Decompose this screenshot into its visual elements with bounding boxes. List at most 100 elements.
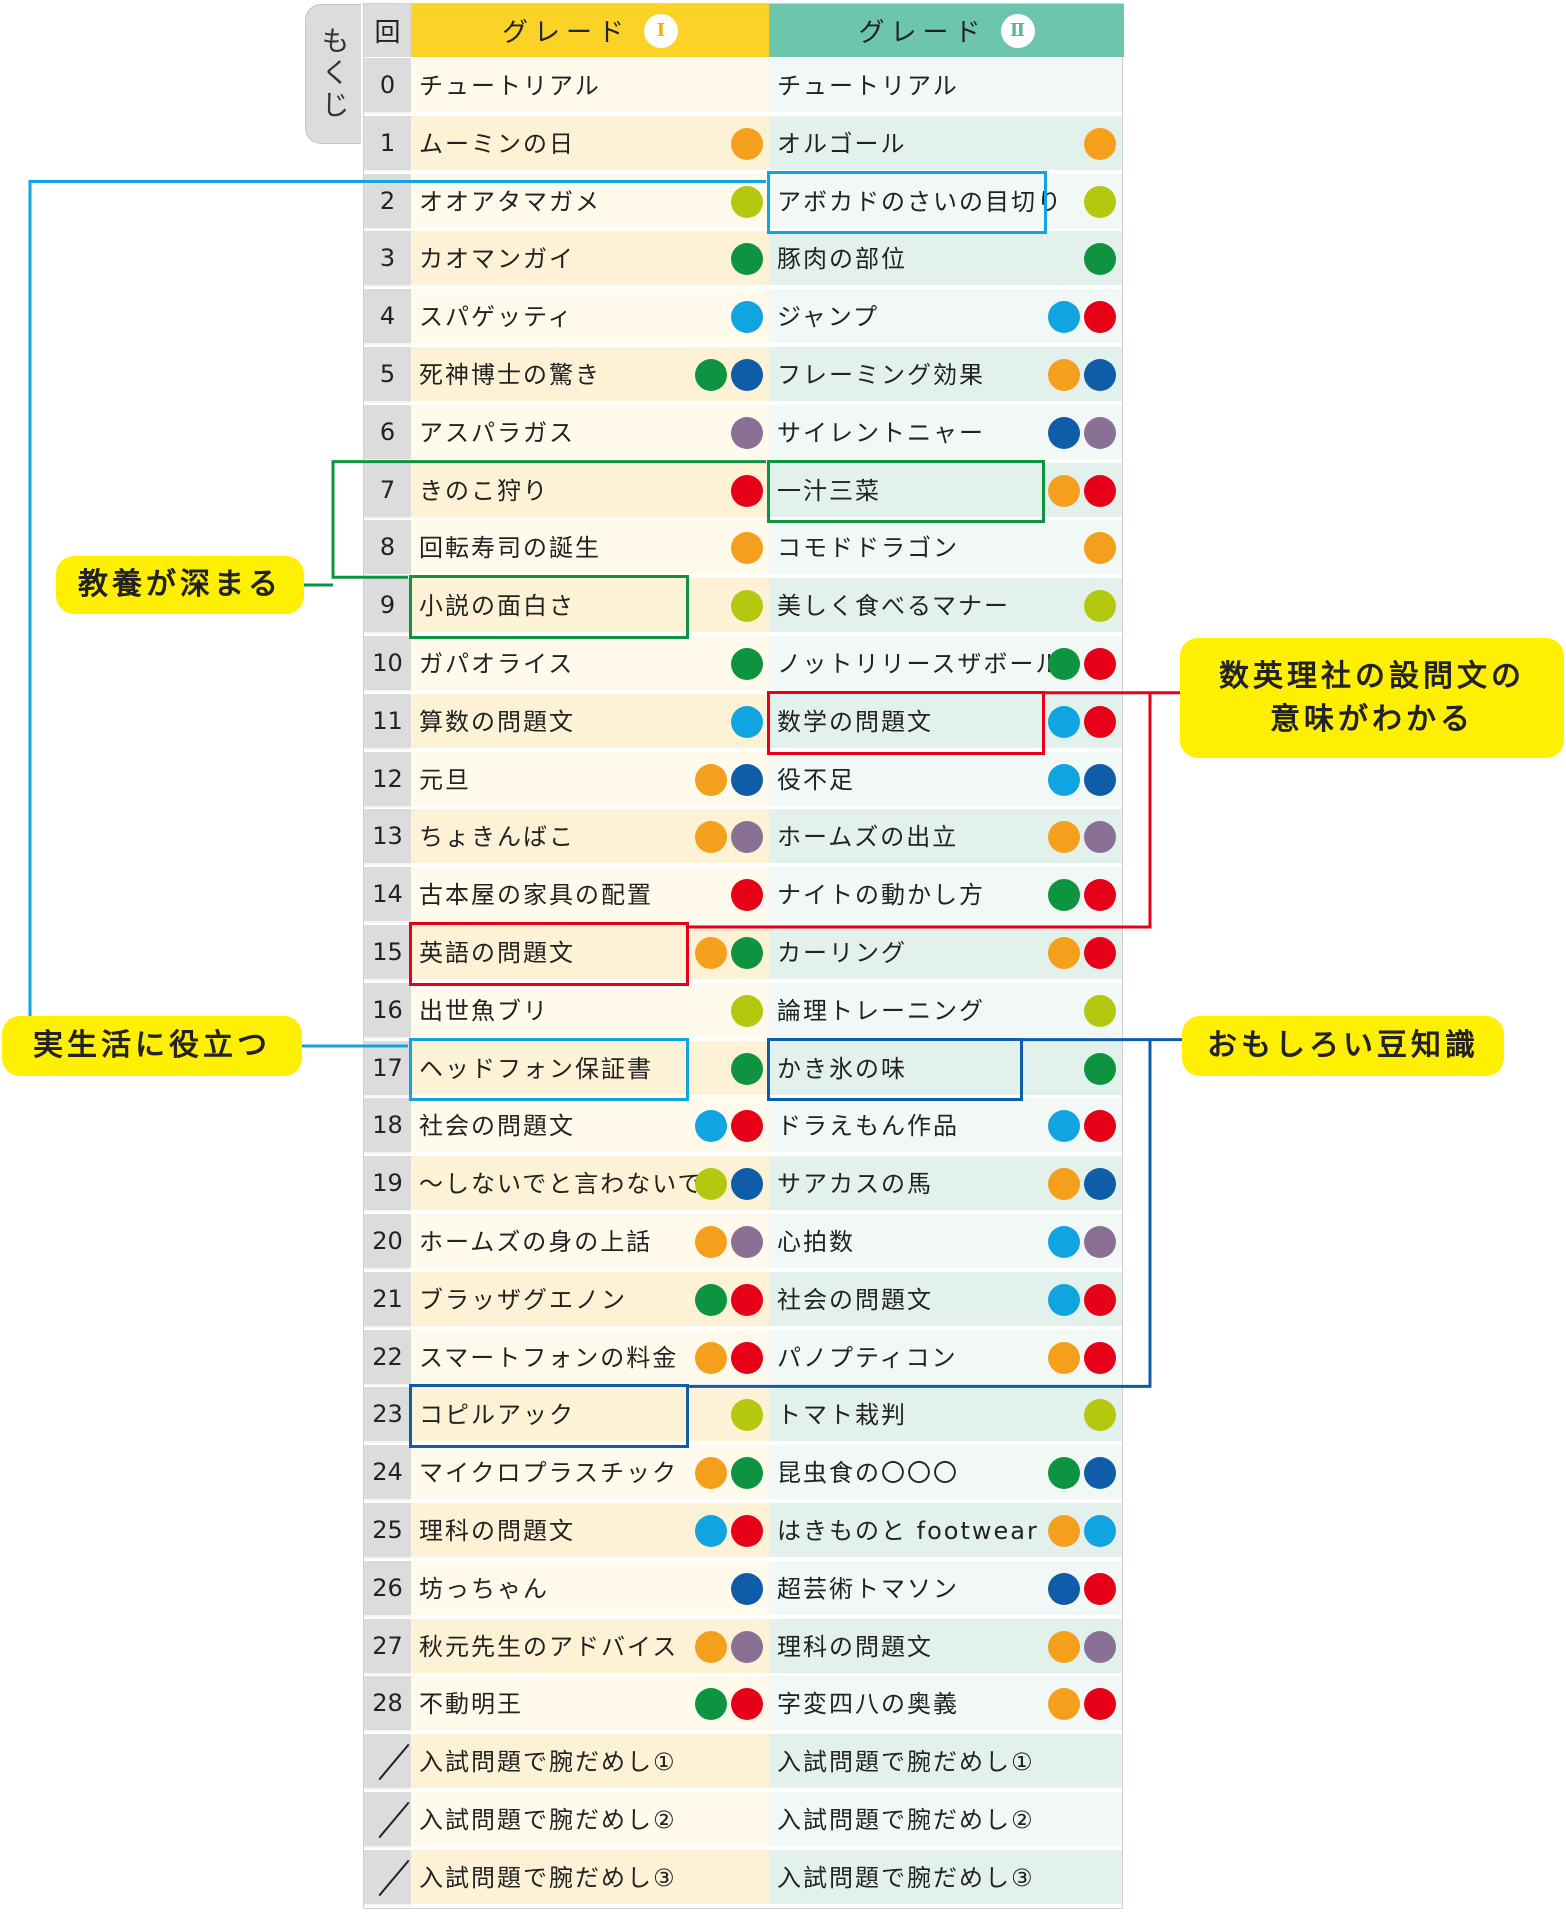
round-number: 16 [364, 982, 411, 1039]
grade1-cell: 英語の問題文 [411, 925, 769, 981]
round-number: 25 [364, 1503, 411, 1559]
round-number: 22 [364, 1329, 411, 1386]
grade1-category-dots [731, 243, 763, 276]
red-category-dot [731, 1515, 763, 1547]
grade2-cell: サイレントニャー [769, 404, 1122, 461]
grade1-cell: 小説の面白さ [411, 578, 769, 635]
grade2-title: 心拍数 [777, 1228, 855, 1256]
sky-category-dot [695, 1110, 727, 1143]
grade1-title: オオアタマガメ [419, 187, 601, 216]
grade2-cell: サアカスの馬 [769, 1156, 1122, 1213]
grade1-category-dots [731, 416, 763, 449]
grade2-category-dots [1048, 474, 1116, 507]
blue-category-dot [1084, 359, 1116, 391]
grade2-category-dots [1048, 1226, 1116, 1258]
grade1-title: アスパラガス [419, 418, 575, 447]
grade1-category-dots [695, 1630, 763, 1663]
blue-category-dot [731, 1168, 763, 1201]
grade2-title: トマト栽判 [777, 1401, 907, 1430]
grade1-title: 出世魚ブリ [419, 996, 549, 1025]
orange-category-dot [731, 127, 763, 160]
orange-category-dot [695, 1226, 727, 1258]
purple-category-dot [1084, 416, 1116, 449]
grade2-cell: ホームズの出立 [769, 809, 1122, 866]
grade1-title: 秋元先生のアドバイス [419, 1632, 679, 1661]
grade1-title: ヘッドフォン保証書 [419, 1054, 653, 1083]
grade1-title: 英語の問題文 [419, 939, 575, 967]
round-number: 10 [364, 636, 411, 692]
orange-category-dot [1084, 127, 1116, 160]
highlight-frame-questions [767, 690, 1045, 755]
red-category-dot [1084, 1110, 1116, 1143]
callout-mame: おもしろい豆知識 [1182, 1016, 1504, 1076]
orange-category-dot [1048, 1168, 1080, 1201]
grade1-title: 入試問題で腕だめし③ [419, 1863, 677, 1892]
blue-category-dot [1048, 1572, 1080, 1605]
green-category-dot [731, 1052, 763, 1085]
green-category-dot [731, 243, 763, 276]
grade1-category-dots [731, 994, 763, 1027]
orange-category-dot [695, 821, 727, 854]
grade1-title: 回転寿司の誕生 [419, 534, 601, 563]
lime-category-dot [731, 590, 763, 623]
round-number: 13 [364, 809, 411, 866]
grade1-cell: ガパオライス [411, 636, 769, 692]
lime-category-dot [731, 185, 763, 218]
round-column-header: 回 [364, 4, 411, 57]
grade2-title: チュートリアル [777, 72, 959, 100]
blue-category-dot [1084, 763, 1116, 796]
grade1-cell: ブラッザグエノン [411, 1271, 769, 1328]
grade2-cell: 心拍数 [769, 1214, 1122, 1270]
grade2-category-dots [1084, 243, 1116, 276]
grade2-title: ナイトの動かし方 [777, 881, 985, 910]
connector-line [28, 180, 766, 1016]
grade1-category-dots [695, 937, 763, 969]
purple-category-dot [731, 1630, 763, 1663]
grade1-cell: きのこ狩り [411, 462, 769, 519]
grade2-cell: カーリング [769, 925, 1122, 981]
grade1-category-dots [695, 1341, 763, 1374]
lime-category-dot [731, 994, 763, 1027]
grade1-title: 算数の問題文 [419, 707, 575, 736]
orange-category-dot [1048, 474, 1080, 507]
grade2-cell: フレーミング効果 [769, 347, 1122, 403]
orange-category-dot [1048, 937, 1080, 969]
round-number: 18 [364, 1098, 411, 1155]
grade1-cell: ちょきんばこ [411, 809, 769, 866]
grade2-category-dots [1084, 532, 1116, 565]
grade1-title: ブラッザグエノン [419, 1285, 627, 1314]
grade1-category-dots [695, 763, 763, 796]
orange-category-dot [1048, 821, 1080, 854]
grade2-cell: 入試問題で腕だめし③ [769, 1849, 1122, 1906]
grade1-title: 入試問題で腕だめし② [419, 1806, 677, 1834]
grade1-title: 小説の面白さ [419, 592, 575, 621]
grade1-cell: チュートリアル [411, 58, 769, 114]
grade2-category-dots [1048, 648, 1116, 680]
grade1-header-label: グレード [501, 18, 630, 48]
orange-category-dot [1048, 1341, 1080, 1374]
highlight-frame-culture [767, 459, 1045, 524]
green-category-dot [1048, 879, 1080, 912]
grade1-category-dots [695, 1283, 763, 1316]
grade2-category-dots [1048, 705, 1116, 738]
purple-category-dot [731, 821, 763, 854]
grade1-category-dots [731, 1399, 763, 1432]
grade1-category-dots [695, 1168, 763, 1201]
callout-jisseikatsu: 実生活に役立つ [2, 1016, 302, 1076]
grade2-title: 入試問題で腕だめし③ [777, 1863, 1035, 1892]
round-number: 1 [364, 115, 411, 172]
round-number: 20 [364, 1214, 411, 1270]
blue-category-dot [1084, 1168, 1116, 1201]
round-number: 17 [364, 1040, 411, 1097]
grade2-cell: パノプティコン [769, 1329, 1122, 1386]
grade2-cell: ドラえもん作品 [769, 1098, 1122, 1155]
grade2-cell: 数学の問題文 [769, 693, 1122, 750]
